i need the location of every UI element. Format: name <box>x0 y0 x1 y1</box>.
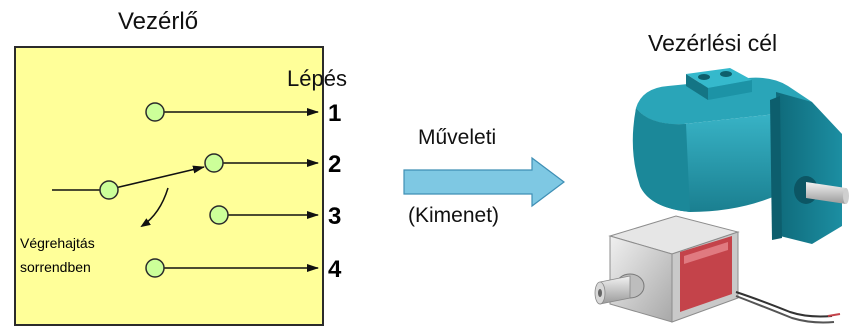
operation-label: Műveleti <box>418 126 497 149</box>
step-2-label: 2 <box>328 151 341 178</box>
step-4-node <box>145 258 165 278</box>
step-1-label: 1 <box>328 100 341 127</box>
controller-box <box>14 46 324 326</box>
solenoid-image <box>594 215 841 324</box>
execution-note-line1: Végrehajtás <box>20 235 95 251</box>
step-2-node <box>204 153 224 173</box>
step-4-label: 4 <box>328 256 342 283</box>
motor-image <box>632 68 849 244</box>
step-header: Lépés <box>287 66 347 91</box>
switch-arm <box>114 165 205 189</box>
step-3-node <box>209 205 229 225</box>
control-target-title: Vezérlési cél <box>648 30 778 56</box>
execution-note-line2: sorrendben <box>20 259 91 275</box>
step-1-node <box>145 102 165 122</box>
operation-arrow <box>403 156 565 208</box>
switch-pivot-node <box>99 180 119 200</box>
execution-order-arrow <box>140 187 169 228</box>
output-label: (Kimenet) <box>408 204 500 227</box>
controller-title: Vezérlő <box>118 8 199 35</box>
step-3-label: 3 <box>328 203 341 230</box>
